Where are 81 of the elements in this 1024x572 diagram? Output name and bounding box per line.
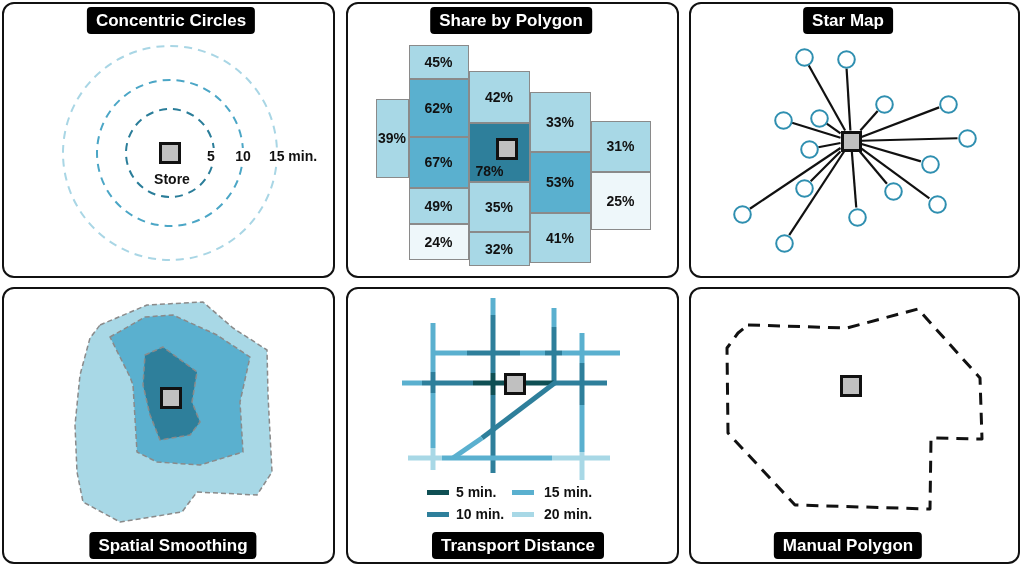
customer-point <box>920 154 940 174</box>
legend-label: 15 min. <box>543 484 594 500</box>
connector-line <box>861 143 922 163</box>
customer-point <box>732 204 752 224</box>
customer-point <box>773 110 793 130</box>
customer-point <box>774 233 794 253</box>
connector-line <box>788 150 846 236</box>
share-value: 33% <box>546 113 574 130</box>
map-region <box>376 99 409 178</box>
method-panel <box>689 287 1020 564</box>
map-region <box>530 213 591 263</box>
customer-point <box>927 194 947 214</box>
share-value: 49% <box>424 197 453 214</box>
customer-point <box>794 47 814 67</box>
share-value: 62% <box>424 99 453 116</box>
share-value: 25% <box>606 192 635 209</box>
panel-title: Spatial Smoothing <box>89 532 257 559</box>
map-region <box>469 182 530 232</box>
customer-point <box>938 94 958 114</box>
share-value: 78% <box>475 162 504 179</box>
connector-line <box>859 110 879 132</box>
connector-line <box>826 122 842 135</box>
map-region <box>409 137 469 188</box>
panel-title: Manual Polygon <box>773 532 923 559</box>
map-region <box>530 92 591 152</box>
panel-title: Share by Polygon <box>430 7 592 34</box>
map-region <box>530 152 591 213</box>
connector-line <box>861 106 940 138</box>
ring-label: 5 <box>206 148 216 164</box>
share-value: 42% <box>485 88 513 105</box>
connector-line <box>845 68 852 131</box>
map-region <box>409 79 469 137</box>
map-region <box>469 123 530 182</box>
share-value: 31% <box>606 138 635 154</box>
map-region <box>591 121 651 172</box>
customer-point <box>883 181 903 201</box>
legend-label: 20 min. <box>543 506 594 522</box>
connector-line <box>861 137 958 142</box>
share-value: 32% <box>485 240 513 257</box>
panel-title: Concentric Circles <box>86 7 256 34</box>
share-value: 45% <box>424 53 453 70</box>
connector-line <box>860 147 930 200</box>
customer-point <box>836 49 856 69</box>
customer-point <box>957 128 977 148</box>
map-region <box>469 232 530 266</box>
store-label: Store <box>153 171 191 187</box>
connector-line <box>791 121 841 139</box>
legend-label: 10 min. <box>455 506 506 522</box>
map-region <box>409 45 469 79</box>
customer-point <box>794 178 814 198</box>
share-value: 67% <box>424 154 453 170</box>
panel-title: Star Map <box>803 7 893 34</box>
ring-label: 10 <box>234 148 252 164</box>
method-panel <box>346 287 679 564</box>
map-region <box>469 71 530 123</box>
method-panel <box>346 2 679 278</box>
connector-line <box>850 151 858 208</box>
map-region <box>409 188 469 224</box>
panel-title: Transport Distance <box>432 532 604 559</box>
ring-label: 15 min. <box>267 148 319 164</box>
share-value: 39% <box>378 130 406 146</box>
share-value: 53% <box>546 174 574 190</box>
method-panel <box>2 287 335 564</box>
customer-point <box>809 108 829 128</box>
method-panel <box>2 2 335 278</box>
legend-label: 5 min. <box>455 484 498 500</box>
share-value: 35% <box>485 198 513 215</box>
share-value: 24% <box>424 233 453 250</box>
method-panel <box>689 2 1020 278</box>
customer-point <box>799 139 819 159</box>
share-value: 41% <box>546 229 574 246</box>
connector-line <box>818 141 841 149</box>
connector-line <box>807 64 847 132</box>
connector-line <box>749 147 842 210</box>
customer-point <box>874 94 894 114</box>
store-marker <box>840 130 862 152</box>
customer-point <box>847 207 867 227</box>
map-region <box>591 172 651 230</box>
connector-line <box>809 150 842 183</box>
map-region <box>409 224 469 260</box>
connector-line <box>858 150 888 185</box>
